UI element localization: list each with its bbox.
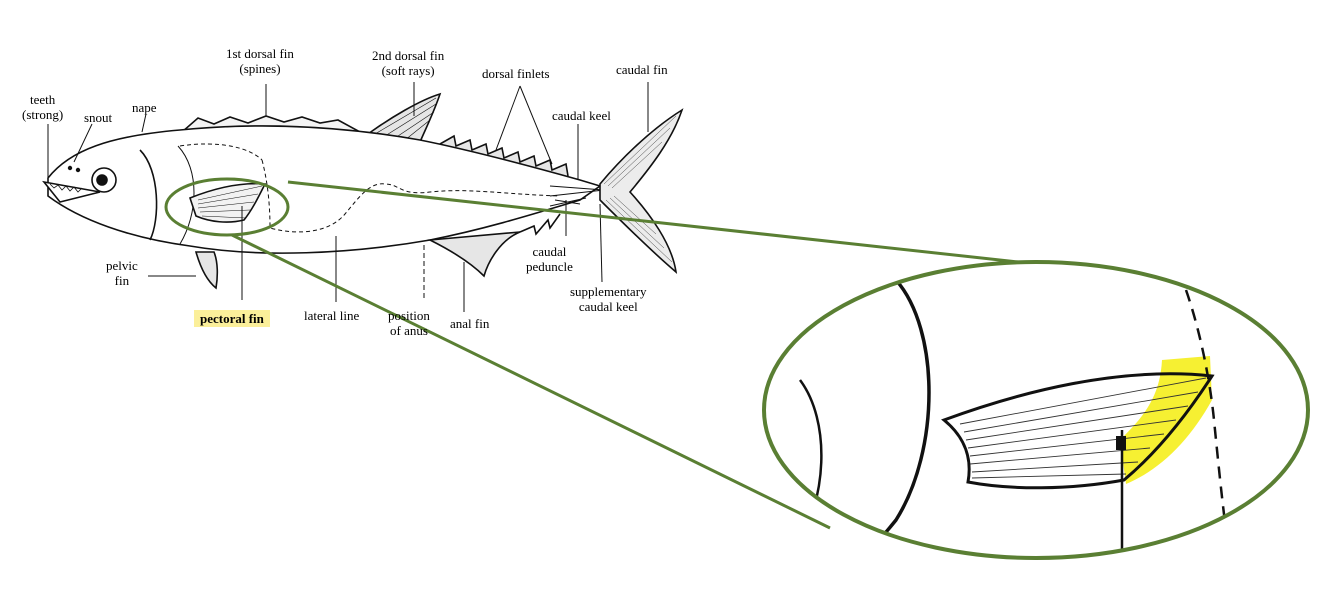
label-dorsal-finlets: dorsal finlets [482,66,550,81]
label-snout: snout [84,110,113,125]
label-supplementary-caudal-keel: supplementary caudal keel [570,284,647,314]
label-caudal-keel: caudal keel [552,108,611,123]
label-lateral-line: lateral line [304,308,360,323]
anal-fin [427,231,521,278]
dorsal-finlets [439,134,569,177]
label-first-dorsal-fin: 1st dorsal fin (spines) [226,46,294,76]
pectoral-fin-shape [189,182,267,223]
zoom-callout [164,177,1019,530]
mouth [42,180,101,203]
label-second-dorsal-fin: 2nd dorsal fin (soft rays) [372,48,445,78]
highlight-region [1120,356,1212,484]
gill-cover [139,149,158,241]
label-pectoral-fin: pectoral fin [194,310,270,327]
label-pelvic-fin: pelvic fin [106,258,138,288]
caudal-fin-shape [599,108,684,274]
pelvic-fin-shape [194,251,219,290]
focus-ellipse [164,177,290,237]
zoomed-pectoral-fin [762,260,1310,560]
label-anal-fin: anal fin [450,316,490,331]
zoom-ellipse [762,260,1310,560]
label-position-of-anus: position of anus [388,308,430,338]
label-caudal-peduncle: caudal peduncle [526,244,573,274]
label-nape: nape [132,100,157,115]
fish-drawing [42,92,684,290]
label-caudal-fin: caudal fin [616,62,668,77]
label-teeth: teeth (strong) [22,92,64,122]
